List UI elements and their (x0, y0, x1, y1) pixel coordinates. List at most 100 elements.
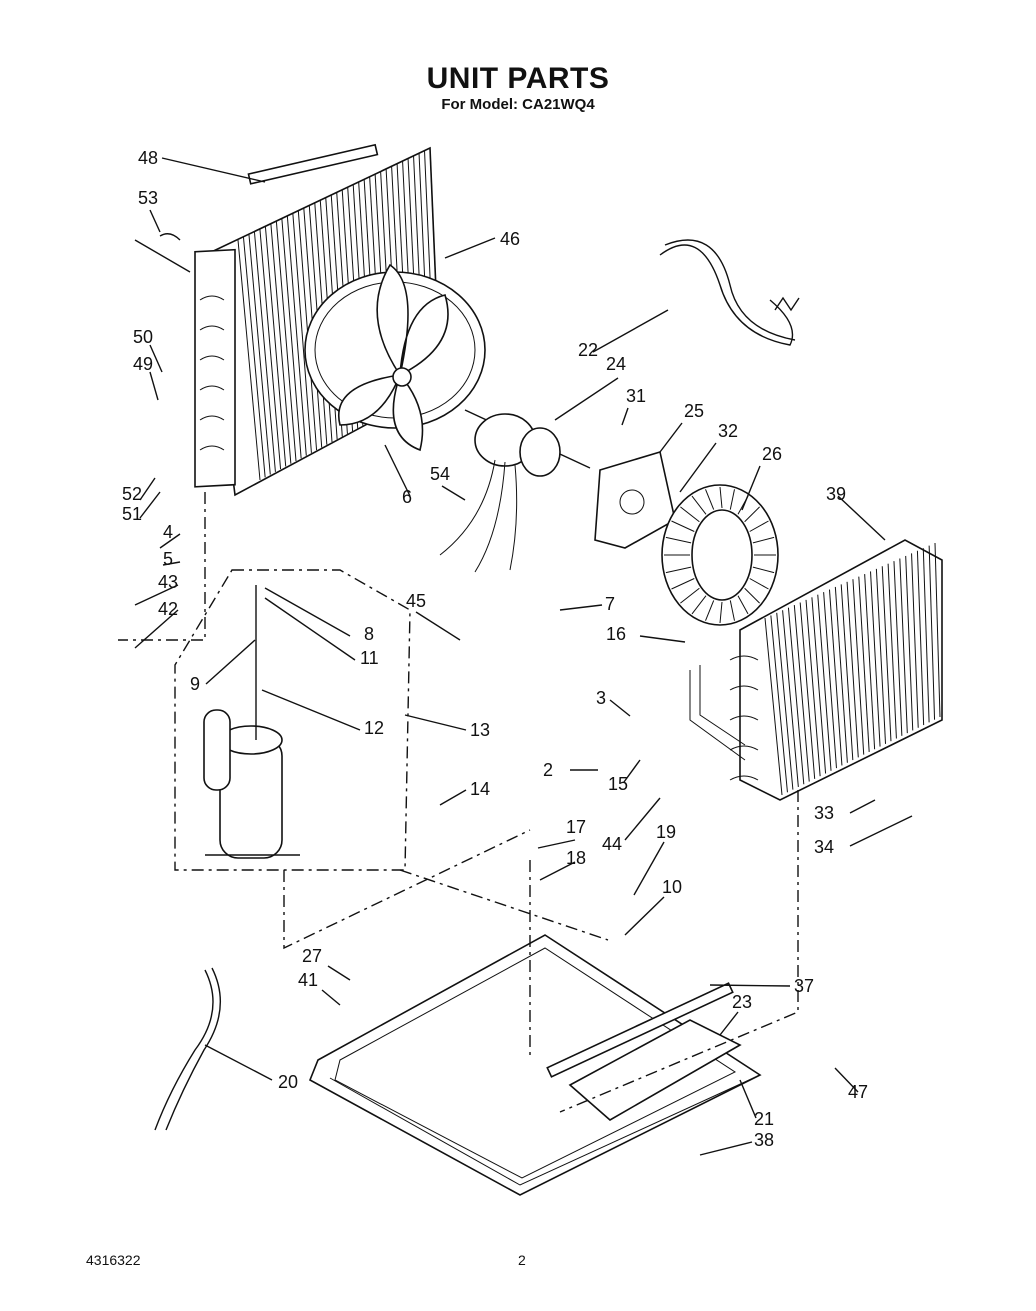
drawing-line (248, 234, 271, 475)
drawing-line (899, 558, 908, 734)
drawing-line (264, 226, 287, 467)
fan-motor (439, 409, 591, 573)
callout-4: 4 (163, 522, 173, 542)
drawing-line (624, 797, 661, 841)
alignment-lines (118, 492, 799, 1113)
drawing-line (659, 422, 683, 453)
drawing-line (729, 600, 735, 621)
tube-fitting (134, 233, 191, 273)
drawing-line (134, 609, 179, 649)
page-title: UNIT PARTS (426, 62, 610, 95)
drawing-line (852, 579, 865, 755)
callout-50: 50 (133, 327, 153, 347)
drawing-line (875, 568, 887, 744)
drawing-line (719, 1011, 739, 1036)
drawing-line (680, 506, 700, 523)
callout-16: 16 (606, 624, 626, 644)
drawing-line (159, 533, 181, 549)
drawing-line (537, 839, 576, 849)
drawing-line (275, 221, 297, 462)
drawing-line (752, 566, 775, 574)
drawing-line (846, 581, 859, 758)
callout-38: 38 (754, 1130, 774, 1150)
callout-26: 26 (762, 444, 782, 464)
drawing-line (162, 561, 181, 566)
page-number: 2 (518, 1252, 526, 1268)
drawing-line (864, 574, 876, 750)
drawing-line (253, 232, 276, 472)
drawing-line (404, 714, 467, 731)
drawing-line (752, 536, 775, 544)
drawing-line (539, 861, 576, 881)
callout-24: 24 (606, 354, 626, 374)
drawing-line (741, 465, 761, 511)
callout-6: 6 (402, 487, 412, 507)
callout-47: 47 (848, 1082, 868, 1102)
callout-20: 20 (278, 1072, 298, 1092)
drawing-line (905, 555, 914, 731)
drawing-line (922, 548, 930, 723)
insulation-pad (568, 1019, 742, 1121)
drawing-line (749, 578, 769, 590)
evaporator-coil (689, 539, 943, 801)
drawing-line (729, 489, 735, 510)
blower-wheel (661, 484, 779, 626)
drawing-line (161, 157, 266, 183)
drawing-line (787, 607, 805, 785)
callout-labels: 48 53 46 50 49 52 51 4 5 43 42 6 22 24 3… (122, 148, 868, 1150)
drawing-line (691, 495, 707, 515)
drawing-line (261, 689, 361, 731)
drawing-line (834, 586, 848, 763)
drawing-line (149, 344, 163, 373)
drawing-line (793, 605, 810, 782)
support-bar (546, 982, 734, 1078)
callout-49: 49 (133, 354, 153, 374)
drawing-line (934, 542, 941, 718)
drawing-line (264, 587, 351, 637)
capillary-coil (659, 239, 800, 346)
drawing-line (441, 485, 466, 501)
drawing-line (828, 589, 843, 766)
drawing-line (916, 550, 925, 726)
callout-43: 43 (158, 572, 178, 592)
callout-39: 39 (826, 484, 846, 504)
drawing-line (149, 371, 159, 401)
drawing-line (849, 815, 913, 847)
drawing-line (719, 486, 723, 509)
drawing-line (782, 610, 799, 787)
drawing-line (691, 595, 707, 615)
drawing-line (881, 566, 892, 742)
drawing-line (849, 799, 876, 814)
drawing-line (321, 989, 341, 1006)
drawing-line (744, 587, 760, 604)
document-number: 4316322 (86, 1252, 141, 1268)
drawing-line (776, 612, 794, 790)
drawing-line (764, 617, 783, 796)
drawing-line (621, 407, 629, 426)
drawing-line (837, 495, 886, 541)
callout-21: 21 (754, 1109, 774, 1129)
callout-12: 12 (364, 718, 384, 738)
callout-11: 11 (360, 648, 379, 668)
callout-31: 31 (626, 386, 646, 406)
callout-34: 34 (814, 837, 834, 857)
callout-9: 9 (190, 674, 200, 694)
callout-18: 18 (566, 848, 586, 868)
drawing-line (811, 597, 827, 774)
drawing-line (415, 611, 461, 641)
drawing-line (242, 237, 266, 478)
drawing-line (134, 584, 179, 606)
callout-2: 2 (543, 760, 553, 780)
drawing-line (559, 604, 603, 611)
callout-14: 14 (470, 779, 490, 799)
drawing-line (858, 576, 870, 752)
drawing-line (719, 601, 723, 624)
compressor (203, 585, 300, 859)
drawing-line (705, 489, 715, 510)
callout-13: 13 (470, 720, 490, 740)
drawing-line (204, 1044, 273, 1081)
drawing-line (205, 639, 256, 685)
drawing-line (840, 584, 854, 761)
drawing-line (286, 216, 307, 456)
